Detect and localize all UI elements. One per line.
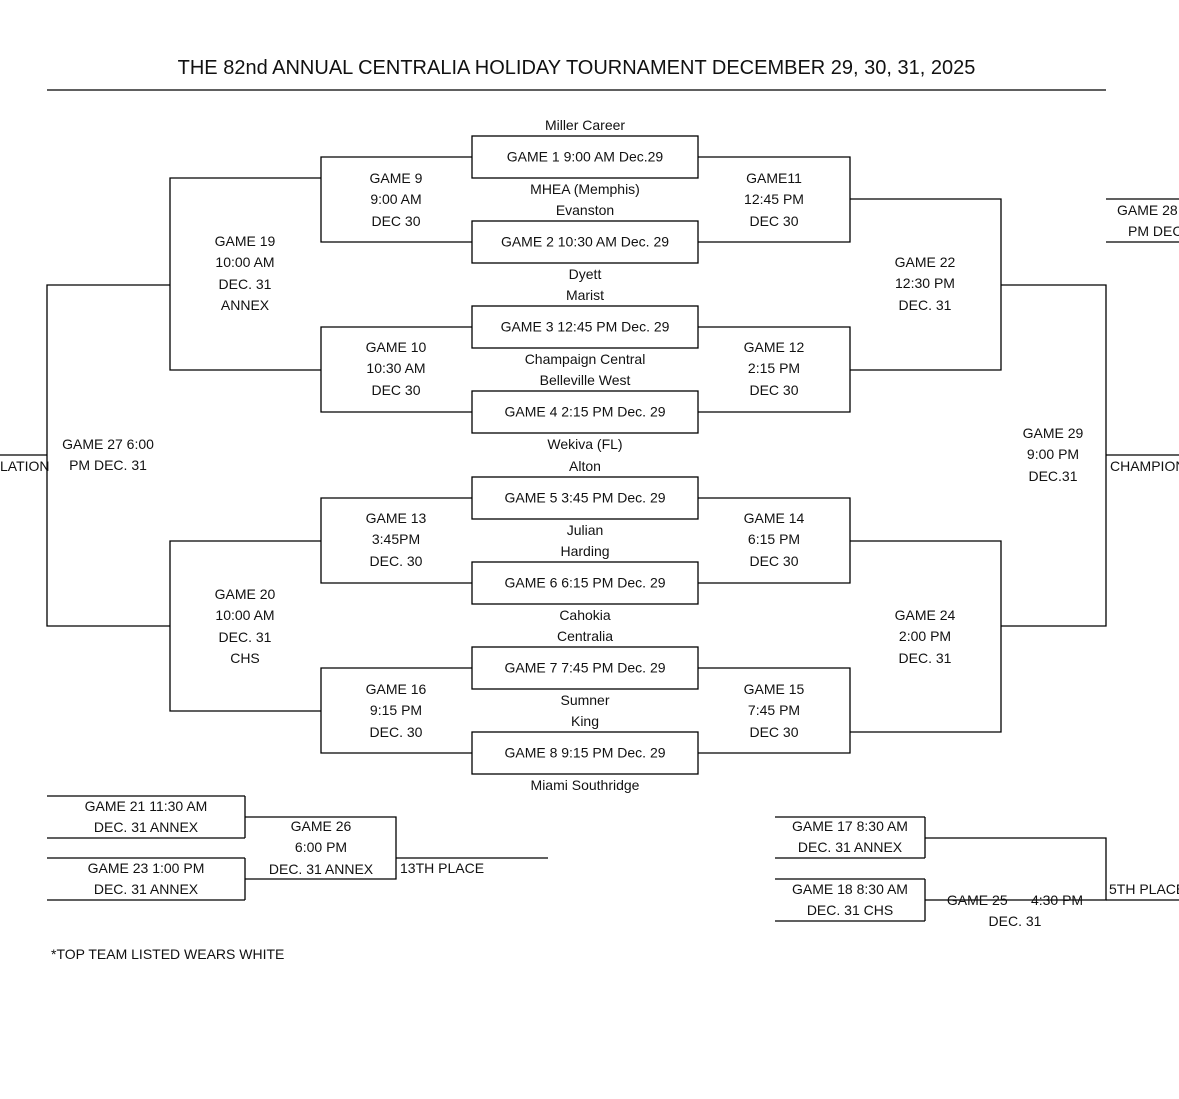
team-miami-southridge: Miami Southridge [530, 777, 640, 793]
team-king: King [570, 713, 600, 729]
team-cahokia: Cahokia [559, 607, 611, 623]
game19-bracket [169, 177, 321, 371]
team-alton: Alton [569, 458, 601, 474]
team-marist: Marist [565, 287, 605, 303]
game9-bracket [320, 156, 472, 243]
team-harding: Harding [560, 543, 610, 559]
game25-bracket [925, 837, 1107, 901]
team-dyett: Dyett [568, 266, 602, 282]
footnote: *TOP TEAM LISTED WEARS WHITE [51, 946, 285, 962]
team-julian: Julian [566, 522, 604, 538]
game3-label: GAME 3 12:45 PM Dec. 29 [500, 318, 670, 335]
team-champaign-central: Champaign Central [524, 351, 646, 367]
game28-title: GAME 28 [1117, 202, 1178, 218]
game26-bracket [245, 816, 397, 880]
championship-label: CHAMPION [1110, 458, 1179, 474]
fifth-place-label: 5TH PLACE [1109, 881, 1179, 897]
team-sumner: Sumner [560, 692, 610, 708]
game8-label: GAME 8 9:15 PM Dec. 29 [504, 744, 666, 761]
consolation-label: LATION [0, 458, 50, 474]
team-mhea: MHEA (Memphis) [530, 181, 640, 197]
game6-label: GAME 6 6:15 PM Dec. 29 [504, 574, 666, 591]
team-centralia: Centralia [556, 628, 614, 644]
game15-bracket [698, 667, 851, 754]
thirteenth-place-label: 13TH PLACE [400, 860, 485, 876]
team-evanston: Evanston [555, 202, 615, 218]
tournament-title: THE 82nd ANNUAL CENTRALIA HOLIDAY TOURNA… [177, 57, 976, 79]
team-belleville-west: Belleville West [539, 372, 631, 388]
game5-label: GAME 5 3:45 PM Dec. 29 [504, 489, 666, 506]
game7-label: GAME 7 7:45 PM Dec. 29 [504, 659, 666, 676]
game2-label: GAME 2 10:30 AM Dec. 29 [500, 233, 670, 250]
team-wekiva: Wekiva (FL) [547, 436, 623, 452]
game4-label: GAME 4 2:15 PM Dec. 29 [504, 403, 666, 420]
game1-label: GAME 1 9:00 AM Dec.29 [506, 148, 664, 165]
team-miller-career: Miller Career [544, 117, 626, 133]
game28-time: PM DEC [1128, 223, 1179, 239]
game24-bracket [850, 540, 1002, 733]
